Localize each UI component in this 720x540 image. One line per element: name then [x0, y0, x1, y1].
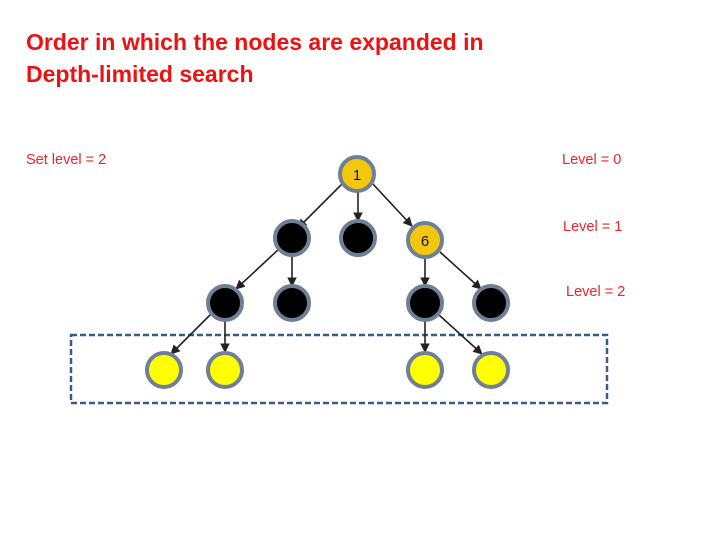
- title-line-2: Depth-limited search: [26, 61, 254, 87]
- level3-node-b: [206, 351, 244, 389]
- level2-node-a: [206, 284, 244, 322]
- edge-l1c-to-l2-d: [439, 251, 482, 290]
- level-0-label: Level = 0: [562, 152, 622, 168]
- level1-node-c: [406, 221, 444, 259]
- level2-node-b: [273, 284, 311, 322]
- level2-node-c: [406, 284, 444, 322]
- edge-root-to-l1-c: [371, 182, 413, 227]
- edge-root-to-l1-a: [297, 182, 344, 229]
- level1-node-a: [273, 219, 311, 257]
- level-2-label: Level = 2: [566, 284, 626, 300]
- level3-node-c: [406, 351, 444, 389]
- depth-limit-frame: [69, 333, 609, 405]
- edge-l1a-to-l2-a: [235, 247, 281, 290]
- set-level-label: Set level = 2: [26, 152, 107, 168]
- slide-title: Order in which the nodes are expanded in…: [26, 26, 586, 90]
- level3-node-d: [472, 351, 510, 389]
- edge-l2c-to-l3-d: [437, 313, 483, 355]
- root-node: [338, 155, 376, 193]
- root-node-label: 1: [353, 167, 361, 184]
- level1-node-b: [339, 219, 377, 257]
- level3-node-a: [145, 351, 183, 389]
- level-1-label: Level = 1: [563, 219, 623, 235]
- tree-edges: [170, 182, 483, 355]
- edge-l2a-to-l3-a: [170, 312, 213, 355]
- level1-node-c-label: 6: [421, 233, 429, 250]
- title-line-1: Order in which the nodes are expanded in: [26, 29, 484, 55]
- level2-node-d: [472, 284, 510, 322]
